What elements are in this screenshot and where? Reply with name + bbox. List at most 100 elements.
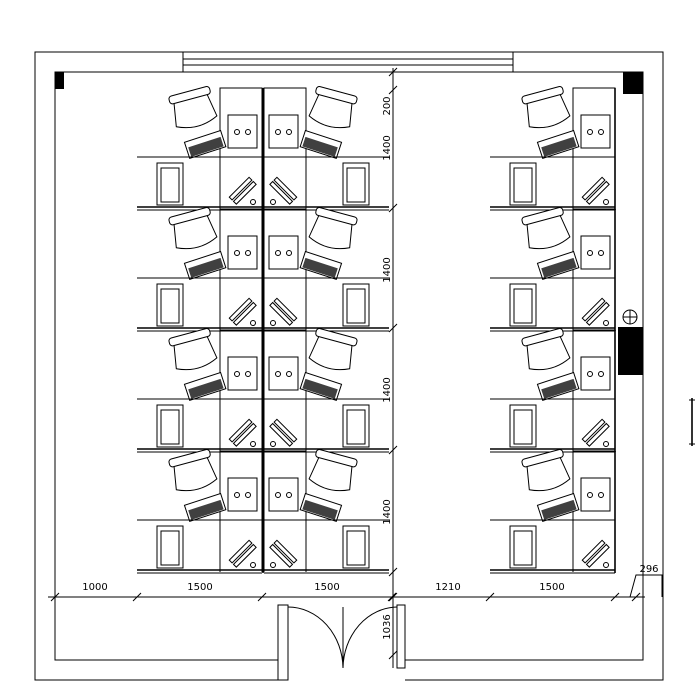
drawer-unit: [227, 477, 258, 512]
chair-back: [168, 328, 211, 347]
drawer-knob: [598, 250, 604, 256]
chair-back: [315, 86, 358, 105]
phone-body: [273, 297, 298, 322]
dimension-tick: [132, 592, 142, 602]
keyboard-icon: [183, 371, 227, 402]
telephone-icon: [269, 418, 298, 447]
chair-seat: [173, 456, 218, 492]
chair-seat: [173, 93, 218, 129]
dimension-tick: [388, 85, 398, 95]
drawer-knob: [234, 492, 240, 498]
chair-seat: [308, 456, 353, 492]
door-jamb-left: [277, 604, 289, 681]
pedestal-inner: [513, 167, 533, 203]
workstation: [490, 328, 616, 453]
drawer-unit: [580, 477, 611, 512]
dimension-tick: [387, 592, 397, 602]
drawer-unit: [227, 114, 258, 149]
chair-seat: [526, 93, 571, 129]
drawer-knob: [234, 129, 240, 135]
chair-back: [168, 207, 211, 226]
pedestal-cabinet: [156, 283, 184, 327]
chair-back: [521, 86, 564, 105]
drawer-unit: [268, 235, 299, 270]
phone-body: [273, 176, 298, 201]
cable-port: [603, 199, 609, 205]
workstation: [490, 449, 616, 574]
dim-label: 1036: [382, 614, 393, 639]
chair-seat: [308, 335, 353, 371]
keyboard-icon: [183, 250, 227, 281]
dimension-tick: [388, 67, 398, 77]
phone-handset: [585, 301, 610, 326]
pedestal-inner: [346, 409, 366, 445]
pedestal-inner: [160, 530, 180, 566]
cable-port: [603, 320, 609, 326]
drawer-unit: [580, 114, 611, 149]
phone-handset: [585, 543, 610, 568]
phone-handset: [232, 180, 257, 205]
electrical-panel: [618, 327, 643, 375]
pedestal-inner: [513, 288, 533, 324]
workstation: [263, 328, 389, 453]
chair-icon: [521, 86, 571, 129]
dim-label: 1500: [187, 582, 212, 593]
drawer-knob: [598, 492, 604, 498]
cable-port: [270, 441, 276, 447]
keyboard-keys: [188, 499, 224, 520]
dim-label: 200: [382, 96, 393, 115]
chair-icon: [168, 449, 218, 492]
drawer-knob: [234, 371, 240, 377]
dimension-tick: [485, 592, 495, 602]
keyboard-icon: [183, 492, 227, 523]
workstation: [137, 86, 263, 211]
dim-label: 1400: [382, 135, 393, 160]
phone-handset: [585, 180, 610, 205]
keyboard-icon: [536, 250, 580, 281]
drawer-knob: [245, 371, 251, 377]
pedestal-cabinet: [342, 162, 370, 206]
telephone-icon: [228, 539, 257, 568]
cable-port: [250, 199, 256, 205]
pedestal-cabinet: [156, 525, 184, 569]
keyboard-icon: [183, 129, 227, 160]
workstation: [263, 86, 389, 211]
phone-body: [581, 418, 606, 443]
pedestal-cabinet: [156, 404, 184, 448]
drawer-unit: [227, 356, 258, 391]
chair-icon: [168, 328, 218, 371]
door-swing-left: [287, 606, 344, 669]
dim-label: 1000: [82, 582, 107, 593]
chair-back: [315, 449, 358, 468]
phone-handset: [269, 301, 294, 326]
drawer-unit: [268, 477, 299, 512]
drawer-unit: [580, 356, 611, 391]
keyboard-keys: [541, 136, 577, 157]
phone-body: [228, 418, 253, 443]
drawer-knob: [286, 492, 292, 498]
chair-back: [521, 207, 564, 226]
column-top-left: [55, 72, 64, 89]
pedestal-cabinet: [342, 283, 370, 327]
chair-back: [315, 328, 358, 347]
chair-back: [521, 328, 564, 347]
phone-body: [228, 539, 253, 564]
pedestal-cabinet: [509, 525, 537, 569]
dim-label: 1500: [539, 582, 564, 593]
cable-port: [270, 320, 276, 326]
drawer-knob: [286, 250, 292, 256]
pedestal-inner: [160, 288, 180, 324]
pedestal-cabinet: [509, 404, 537, 448]
dimensions: 1000 1500 1500 1210 1500 296 200 1400 14…: [48, 67, 663, 668]
pedestal-cabinet: [509, 283, 537, 327]
chair-back: [168, 449, 211, 468]
column-top-right: [623, 72, 643, 94]
dim-label: 1500: [314, 582, 339, 593]
drawer-knob: [286, 129, 292, 135]
phone-body: [581, 297, 606, 322]
drawer-knob: [234, 250, 240, 256]
drawer-knob: [245, 492, 251, 498]
dimension-tick: [388, 323, 398, 333]
telephone-icon: [269, 176, 298, 205]
chair-seat: [526, 456, 571, 492]
